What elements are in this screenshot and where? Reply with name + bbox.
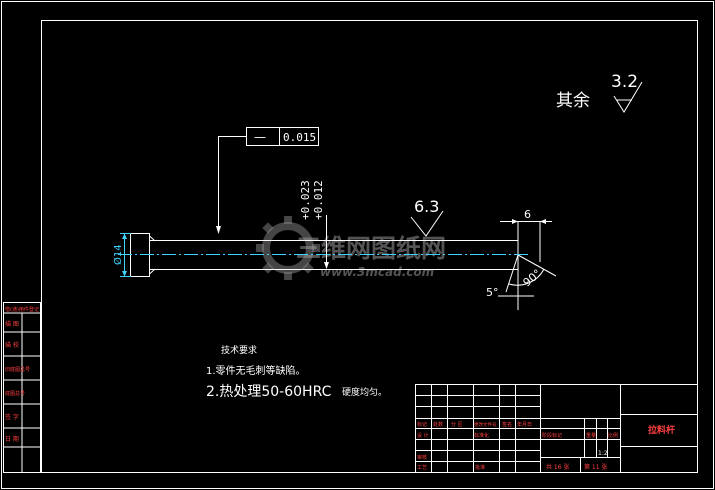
tech-req-2a: 2.热处理50-60HRC (206, 384, 332, 400)
side-panel-item: 旧底图总号 (5, 366, 30, 373)
tech-req-1: 1.零件无毛刺等缺陷。 (206, 364, 306, 377)
svg-text:其余: 其余 (556, 91, 590, 111)
svg-text:6: 6 (524, 208, 531, 221)
svg-text:Ø14: Ø14 (112, 244, 124, 265)
height-dimension (324, 215, 329, 269)
tb-review: 审核 (417, 454, 427, 461)
svg-text:90°: 90° (521, 267, 544, 289)
svg-text:0.015: 0.015 (283, 131, 316, 144)
tolerance-lower: +0.012 (312, 180, 325, 220)
tb-scale-value: 1:2 (598, 450, 608, 457)
watermark: 三维网图纸网 www.3mcad.com (256, 216, 446, 280)
side-panel: 借(通)用件登记 描 图 描 校 旧底图总号 底图总号 签 字 日 期 (3, 302, 41, 473)
tb-label: 处数 (433, 421, 443, 428)
angle-dimension: 90° 5° (486, 267, 545, 299)
side-panel-item: 借(通)用件登记 (5, 306, 39, 313)
side-panel-item: 描 图 (5, 320, 19, 328)
tb-label: 更改文件号 (474, 421, 497, 428)
side-panel-item: 签 字 (5, 413, 19, 421)
tb-label: 标记 (417, 421, 427, 428)
tb-designer: 设 计 (417, 432, 429, 439)
watermark-title: 三维网图纸网 (296, 234, 446, 263)
tb-process: 工艺 (417, 465, 427, 471)
tb-sheet-no: 第 11 张 (584, 463, 607, 471)
inner-frame (41, 20, 698, 473)
part-outline (130, 221, 557, 310)
width-dimension: 6 (500, 208, 552, 224)
technical-requirements: 技术要求 1.零件无毛刺等缺陷。 2.热处理50-60HRC 硬度均匀。 (206, 344, 387, 400)
flatness-callout: — 0.015 (216, 127, 319, 234)
svg-text:5°: 5° (486, 286, 499, 299)
tb-weight: 重量 (586, 432, 596, 439)
tb-label: 分 区 (451, 421, 463, 428)
tolerance-upper: +0.023 (299, 180, 312, 220)
tb-stage: 阶段标记 (542, 432, 562, 439)
title-block: 拉料杆 标记 处数 分 区 更改文件号 签名 年月日 设 计 标准化 阶段标记 … (415, 384, 698, 473)
watermark-url: www.3mcad.com (320, 265, 434, 279)
tech-req-heading: 技术要求 (221, 344, 257, 356)
side-panel-item: 底图总号 (5, 390, 25, 397)
side-panel-item: 描 校 (5, 341, 19, 349)
svg-text:3.2: 3.2 (611, 72, 638, 92)
drawing-title: 拉料杆 (648, 424, 675, 436)
tb-label: 签名 (502, 421, 512, 428)
tb-sheets-total: 共 16 张 (546, 463, 569, 471)
svg-text:6.3: 6.3 (414, 197, 439, 216)
side-panel-item: 日 期 (5, 435, 19, 443)
diameter-dimension: Ø14 (112, 233, 131, 277)
surface-finish-other: 其余 3.2 (556, 72, 643, 113)
tb-approve: 批准 (475, 464, 485, 471)
tb-standardization: 标准化 (474, 432, 489, 439)
tb-label: 年月日 (517, 421, 532, 428)
tb-scale-label: 比例 (608, 432, 618, 439)
svg-text:—: — (254, 130, 266, 144)
tech-req-2b: 硬度均匀。 (342, 386, 387, 398)
surface-finish-6-3: 6.3 (410, 197, 444, 237)
